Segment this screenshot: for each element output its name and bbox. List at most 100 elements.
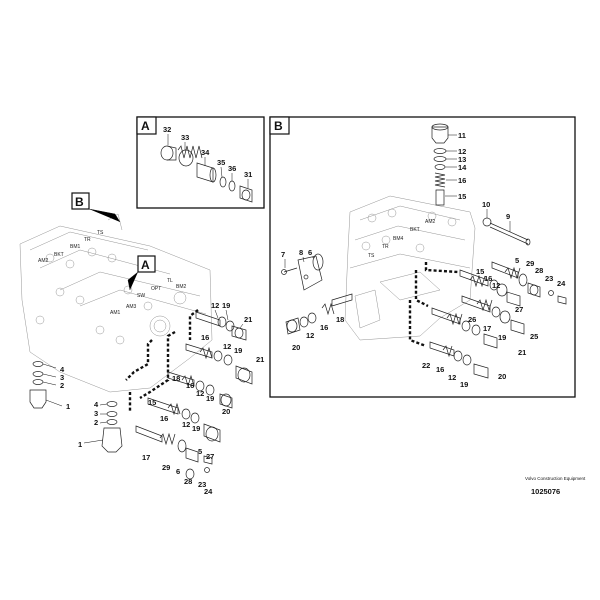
- detail-a-label: A: [141, 119, 150, 133]
- svg-text:17: 17: [142, 453, 150, 462]
- svg-text:28: 28: [535, 266, 543, 275]
- callout-31: 31: [244, 170, 252, 179]
- svg-text:9: 9: [506, 212, 510, 221]
- svg-text:12: 12: [306, 331, 314, 340]
- svg-text:5: 5: [198, 447, 202, 456]
- detail-b-badge: [269, 116, 290, 135]
- svg-text:19: 19: [206, 394, 214, 403]
- svg-text:12: 12: [448, 373, 456, 382]
- callout-36: 36: [228, 164, 236, 173]
- svg-text:25: 25: [530, 332, 538, 341]
- svg-text:29: 29: [526, 259, 534, 268]
- svg-text:23: 23: [198, 480, 206, 489]
- svg-text:20: 20: [222, 407, 230, 416]
- svg-text:4: 4: [60, 365, 65, 374]
- detail-b-valve-block: [344, 195, 476, 341]
- svg-text:11: 11: [458, 131, 466, 140]
- detail-b-top-plug: [431, 123, 449, 206]
- main-callouts: 12 19 21 16 12 19 21 18 16 12 19 20 15 1…: [42, 301, 264, 496]
- svg-text:12: 12: [211, 301, 219, 310]
- svg-text:16: 16: [201, 333, 209, 342]
- svg-text:AM2: AM2: [425, 219, 436, 225]
- svg-text:BM1: BM1: [70, 244, 81, 250]
- main-spool-rows: [29, 311, 253, 480]
- company-name: Volvo Construction Equipment: [525, 476, 586, 481]
- svg-text:BKT: BKT: [410, 227, 420, 233]
- svg-text:BM2: BM2: [176, 284, 187, 290]
- svg-text:22: 22: [422, 361, 430, 370]
- detail-b-label: B: [274, 119, 283, 133]
- svg-text:4: 4: [94, 400, 99, 409]
- detail-a-callouts: 32 33 34 35 36 31: [163, 125, 252, 188]
- svg-text:12: 12: [492, 281, 500, 290]
- svg-text:29: 29: [162, 463, 170, 472]
- svg-text:24: 24: [204, 487, 213, 496]
- svg-text:8: 8: [299, 248, 303, 257]
- svg-text:TL: TL: [167, 278, 173, 284]
- main-valve-body: [19, 213, 213, 393]
- svg-text:3: 3: [94, 409, 98, 418]
- svg-text:17: 17: [483, 324, 491, 333]
- svg-text:SW: SW: [137, 293, 145, 299]
- svg-text:AM3: AM3: [126, 304, 137, 310]
- svg-text:20: 20: [498, 372, 506, 381]
- svg-text:13: 13: [458, 155, 466, 164]
- svg-text:2: 2: [60, 381, 64, 390]
- main-callout-b: B: [71, 192, 121, 223]
- detail-b-left-cover: 7 8 6: [281, 248, 324, 291]
- main-callout-a: A: [127, 255, 156, 291]
- svg-text:19: 19: [192, 424, 200, 433]
- svg-text:BM4: BM4: [393, 236, 404, 242]
- detail-b-right-callouts: 5 29 28 23 24 15 16 12 27 25 26 17 19 18…: [292, 256, 566, 389]
- svg-text:27: 27: [206, 452, 214, 461]
- svg-text:18: 18: [336, 315, 344, 324]
- svg-text:2: 2: [94, 418, 98, 427]
- detail-b-frame: [269, 116, 576, 398]
- svg-text:23: 23: [545, 274, 553, 283]
- main-dashed-links: [125, 309, 199, 412]
- svg-text:10: 10: [482, 200, 490, 209]
- svg-text:19: 19: [222, 301, 230, 310]
- svg-text:7: 7: [281, 250, 285, 259]
- detail-b-bolt: 10 9: [482, 200, 531, 246]
- svg-text:24: 24: [557, 279, 566, 288]
- svg-text:19: 19: [460, 380, 468, 389]
- svg-text:6: 6: [176, 467, 180, 476]
- drawing-number: 1025076: [531, 487, 560, 496]
- svg-text:15: 15: [148, 398, 156, 407]
- svg-text:27: 27: [515, 305, 523, 314]
- detail-b-dashed-links: [408, 262, 459, 348]
- svg-text:6: 6: [308, 248, 312, 257]
- callout-32: 32: [163, 125, 171, 134]
- svg-text:BKT: BKT: [54, 252, 64, 258]
- svg-text:16: 16: [458, 176, 466, 185]
- svg-text:TS: TS: [368, 253, 375, 259]
- svg-text:TS: TS: [97, 230, 104, 236]
- svg-text:26: 26: [468, 315, 476, 324]
- svg-text:16: 16: [484, 274, 492, 283]
- svg-text:18: 18: [172, 374, 180, 383]
- svg-text:14: 14: [458, 163, 467, 172]
- svg-text:21: 21: [244, 315, 252, 324]
- svg-text:15: 15: [476, 267, 484, 276]
- svg-text:21: 21: [256, 355, 264, 364]
- svg-text:16: 16: [320, 323, 328, 332]
- footer: Volvo Construction Equipment 1025076: [525, 476, 586, 496]
- svg-text:3: 3: [60, 373, 64, 382]
- svg-text:19: 19: [498, 333, 506, 342]
- svg-text:16: 16: [186, 381, 194, 390]
- svg-text:16: 16: [436, 365, 444, 374]
- callout-35: 35: [217, 158, 225, 167]
- detail-a-frame: [136, 116, 265, 209]
- detail-b-right-spools: [285, 261, 567, 379]
- svg-text:A: A: [141, 258, 150, 272]
- detail-b-top-callouts: 11 12 13 14 16 15: [445, 131, 467, 201]
- svg-text:1: 1: [66, 402, 70, 411]
- svg-text:5: 5: [515, 256, 519, 265]
- svg-text:12: 12: [196, 389, 204, 398]
- svg-text:TR: TR: [84, 237, 91, 243]
- svg-text:TR: TR: [382, 244, 389, 250]
- svg-text:19: 19: [234, 346, 242, 355]
